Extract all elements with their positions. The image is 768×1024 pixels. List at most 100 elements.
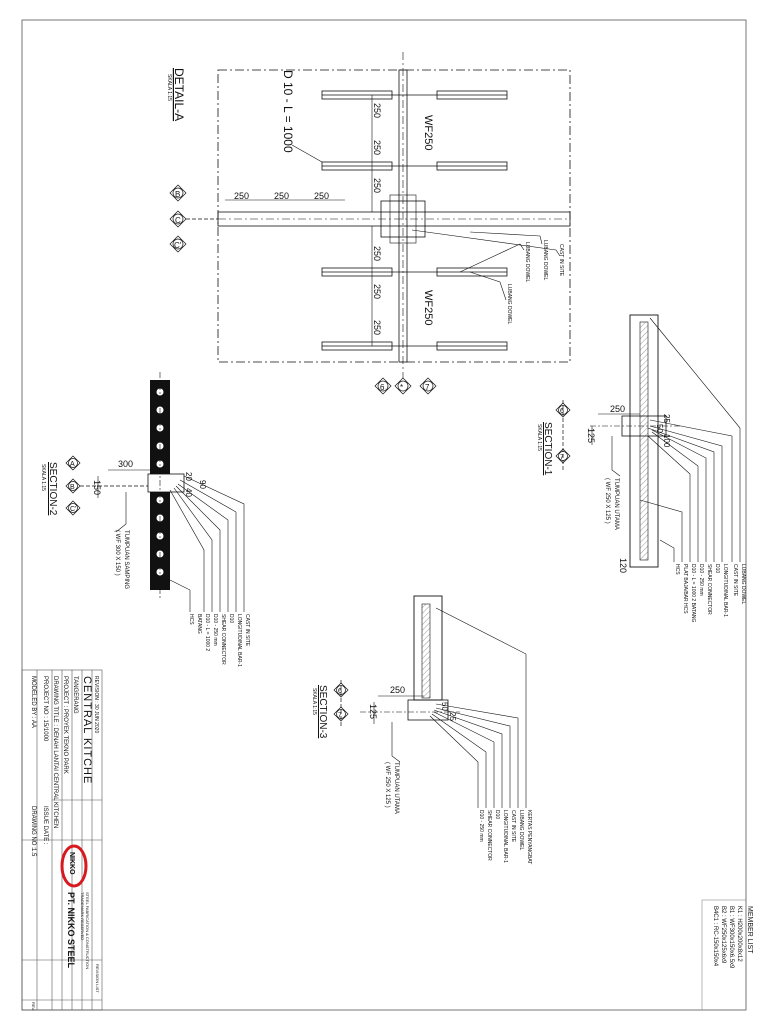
s2-dim-40: 40 <box>184 488 193 497</box>
s3-tumpuan-spec: ( WF 250 X 125 ) <box>384 762 390 808</box>
s2-leader-6: BATANG <box>196 614 202 634</box>
s2-grid-b: B <box>70 484 75 491</box>
s1-leader-3: D10 <box>714 564 720 573</box>
tb-project-name: CENTRAL KITCHE <box>81 676 93 784</box>
sheet-border <box>21 19 747 1011</box>
leader-cast-in-site: CAST IN SITE <box>558 244 564 277</box>
s1-tumpuan: TUMPUAN UTAMA <box>613 478 619 530</box>
s1-grid-6: 6 <box>560 408 564 415</box>
section-3: 250 125 50 25 SECTION-3 SKALA 1:15 6 7 T… <box>311 595 532 864</box>
s2-dim-300: 300 <box>118 459 133 469</box>
tb-revision: REVISION : 30 JUN 2020 <box>93 676 99 733</box>
member-1: B1 : WF300x150x6.5x9 <box>728 906 734 969</box>
member-2: B2 : WF250x125x6x9 <box>720 906 726 964</box>
s1-leader-6: D10 - L = 1000 2 BATANG <box>690 564 696 623</box>
section-2: 300 150 20 40 90 SECTION-2 SKALA 1:15 A … <box>40 372 250 667</box>
dowel-bars-bottom <box>321 267 508 351</box>
s2-dim-20: 20 <box>184 472 193 481</box>
tb-issue-date: ISSUE DATE : <box>42 806 48 845</box>
tb-company: PT. NIKKO STEEL <box>66 892 76 969</box>
dim-250-f: 250 <box>372 320 382 335</box>
s1-leader-4: SHEAR CONNECTOR <box>706 564 712 615</box>
s1-dim-25: 25 <box>662 414 671 423</box>
s3-tumpuan: TUMPUAN UTAMA <box>393 762 399 814</box>
tb-drawing-no: DRAWING NO : <box>30 806 36 849</box>
s3-scale: SKALA 1:15 <box>311 688 317 715</box>
s2-tumpuan-spec: ( WF 300 X 150 ) <box>114 530 120 576</box>
member-3: B4C1 : RC-150x150x4 <box>712 906 718 967</box>
leader-lubang-dowel-1: LUBANG DOWEL <box>542 240 548 281</box>
dim-250-c: 250 <box>372 178 382 193</box>
s3-dim-125: 125 <box>368 704 378 719</box>
s2-leader-3: SHEAR CONNECTOR <box>220 614 226 665</box>
s1-dim-125: 125 <box>586 428 596 443</box>
s3-leader-3: LONGITUDINAL BAR-1 <box>502 810 508 863</box>
section1-slab <box>629 314 659 568</box>
s3-leader-5: SHEAR CONNECTOR <box>486 810 492 861</box>
s3-dim-250: 250 <box>390 685 405 695</box>
s2-grid-c: C' <box>70 506 76 513</box>
member-list-title: MEMBER LIST <box>746 906 753 954</box>
s3-title: SECTION-3 <box>317 685 328 739</box>
s1-leader-2: LONGITUDINAL BAR-1 <box>722 564 728 617</box>
tb-row-0: PROJECT : PROYEK TEKNO PARK <box>62 676 68 774</box>
dim-250-d: 250 <box>372 246 382 261</box>
joint-box <box>380 200 426 238</box>
s2-tumpuan: TUMPUAN SAMPING <box>123 530 129 589</box>
grid-7: 7 <box>425 383 430 392</box>
s2-dim-150: 150 <box>92 480 102 495</box>
dim-250-b: 250 <box>372 140 382 155</box>
s1-leader-7: PLAT BAJA/BAR HCS <box>682 564 688 614</box>
grid-bubbles-bottom <box>374 377 437 395</box>
tb-location: TANGERANG <box>72 676 78 714</box>
member-list: MEMBER LIST K1 : H200x200x8x12 B1 : WF30… <box>701 899 753 1011</box>
tb-drawing-no-value: 1.5 <box>30 848 36 857</box>
bar-spec: D 10 - L = 1000 <box>281 70 295 153</box>
s2-title: SECTION-2 <box>47 462 58 516</box>
s1-dim-120: 120 <box>618 558 628 573</box>
s3-leader-6: D10 - 250 mm <box>478 810 484 842</box>
detail-a-boundary <box>217 69 571 363</box>
grid-c2: C' <box>174 241 182 250</box>
tb-company-sub: STEEL FABRICATION & CONSTRUCTION <box>85 892 90 969</box>
title-block <box>21 669 103 1011</box>
s1-tumpuan-spec: ( WF 250 X 125 ) <box>604 478 610 524</box>
tb-row-1: DRAWING TITLE : DENAH LANTAI CENTRAL KIT… <box>52 676 58 828</box>
s2-scale: SKALA 1:15 <box>40 464 46 491</box>
s1-title: SECTION-1 <box>542 422 553 476</box>
dim-250-e: 250 <box>372 284 382 299</box>
grid-6: 6 <box>380 383 385 392</box>
tb-row-2: PROJECT NO : 15/1000 <box>42 676 48 742</box>
s1-dim-250: 250 <box>610 404 625 414</box>
grid-bubbles-left <box>169 184 218 253</box>
s1-scale: SKALA 1:15 <box>536 424 542 451</box>
dim-250-h1: 250 <box>234 191 249 201</box>
detail-a-scale: SKALA 1:15 <box>166 74 172 101</box>
s2-leader-1: LONGITUDINAL BAR-1 <box>236 614 242 667</box>
s1-leader-1: CAST IN SITE <box>732 564 738 597</box>
dim-250-h2: 250 <box>274 191 289 201</box>
logo-text: NIKKO <box>68 852 75 875</box>
s2-leader-2: D10 <box>228 614 234 623</box>
s3-grid-6: 6 <box>338 688 342 695</box>
beam-label-top: WF250 <box>422 115 434 150</box>
s1-grid-7: 7 <box>560 454 564 461</box>
s2-leader-4: D10 - 250 mm <box>212 614 218 646</box>
s3-dim-50: 50 <box>440 702 449 711</box>
dowel-bars-top <box>321 90 508 171</box>
s1-leader-0: LUBANG DOWEL <box>740 564 746 605</box>
s3-leader-0: KERTAS PENYANGBAT <box>526 810 532 864</box>
s3-leader-1: LUBANG DOWEL <box>518 810 524 851</box>
s1-dim-100: 100 <box>662 434 671 448</box>
s3-leader-2: CAST IN SITE <box>510 810 516 843</box>
leader-lubang-dowel-3: LUBANG DOWEL <box>506 284 512 325</box>
tb-row-3: MODELED BY : AA <box>30 676 36 728</box>
detail-a: DETAIL-A SKALA 1:15 250 250 <box>166 52 571 395</box>
tb-company-sub2: TRADEMARK RESERVED <box>80 892 85 940</box>
s2-grid-a: A <box>70 461 75 468</box>
dim-250-a: 250 <box>372 103 382 118</box>
s1-leader-5: D10 - 250 mm <box>698 564 704 596</box>
s1-leader-8: HCS <box>674 564 680 575</box>
tb-rev-label: REV. <box>31 1002 36 1011</box>
